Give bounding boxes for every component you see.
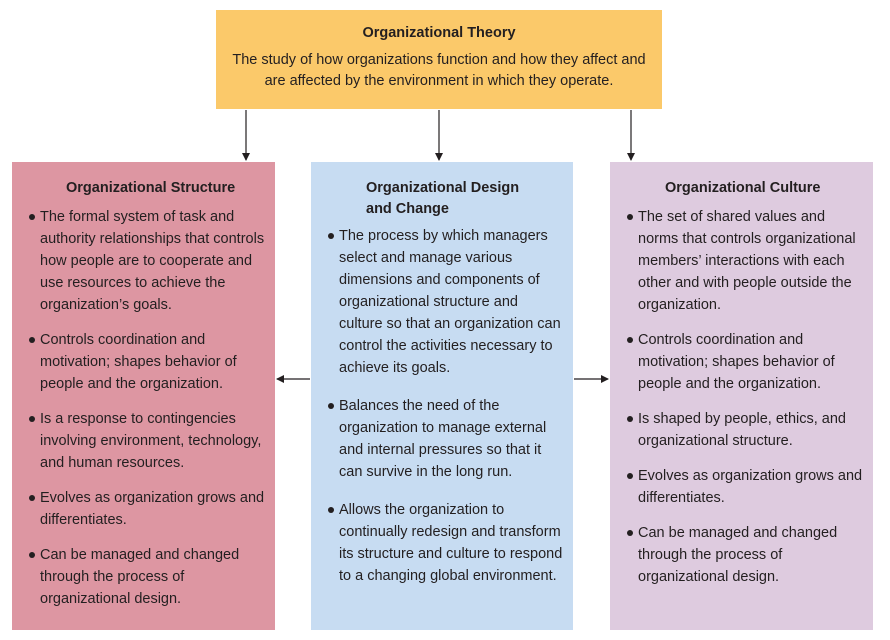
organizational-theory-box: Organizational Theory The study of how o…	[216, 10, 662, 109]
list-item: The formal system of task and authority …	[28, 206, 265, 316]
organizational-theory-title: Organizational Theory	[362, 25, 516, 41]
organizational-structure-title: Organizational Structure	[66, 180, 236, 196]
list-item: Allows the organization to continually r…	[327, 499, 563, 587]
organizational-design-change-list: The process by which managers select and…	[327, 225, 563, 587]
list-item: The process by which managers select and…	[327, 225, 563, 379]
list-item: Evolves as organization grows and differ…	[28, 487, 265, 531]
list-item: Can be managed and changed through the p…	[28, 544, 265, 610]
organizational-structure-box: Organizational Structure The formal syst…	[12, 162, 275, 630]
list-item: Is a response to contingencies involving…	[28, 408, 265, 474]
organizational-culture-title: Organizational Culture	[665, 180, 821, 196]
organizational-structure-list: The formal system of task and authority …	[28, 206, 265, 610]
list-item: Controls coordination and motivation; sh…	[28, 329, 265, 395]
organizational-design-change-box: Organizational Design and Change The pro…	[311, 162, 573, 630]
organizational-design-change-title: Organizational Design and Change	[366, 180, 520, 217]
list-item: Is shaped by people, ethics, and organiz…	[626, 408, 865, 452]
organizational-culture-list: The set of shared values and norms that …	[626, 206, 865, 588]
list-item: Can be managed and changed through the p…	[626, 522, 865, 588]
list-item: Controls coordination and motivation; sh…	[626, 329, 865, 395]
organizational-culture-box: Organizational Culture The set of shared…	[610, 162, 873, 630]
list-item: Balances the need of the organization to…	[327, 395, 563, 483]
list-item: The set of shared values and norms that …	[626, 206, 865, 316]
organizational-theory-description: The study of how organizations function …	[232, 52, 646, 89]
list-item: Evolves as organization grows and differ…	[626, 465, 865, 509]
